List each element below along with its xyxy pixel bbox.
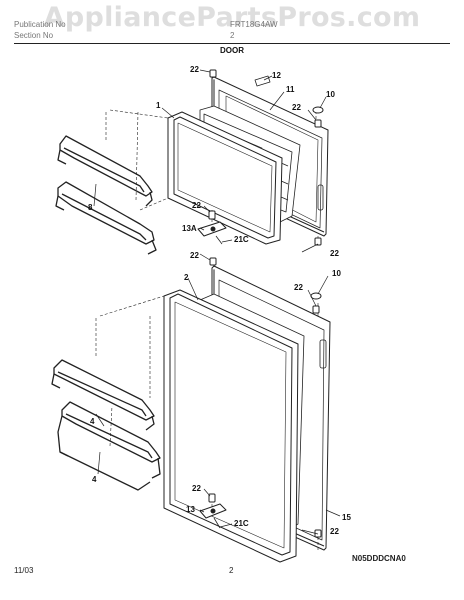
freezer-shelf-rail-upper bbox=[57, 135, 153, 207]
fresh-food-stop-10 bbox=[310, 292, 322, 300]
freezer-bushing-22-right bbox=[314, 119, 322, 128]
watermark: AppliancePartsPros.com bbox=[43, 2, 421, 33]
callout-22-upper-hinge: 22 bbox=[192, 201, 201, 210]
callout-21C-upper: 21C bbox=[234, 235, 249, 244]
fresh-food-shelf-rail-upper bbox=[51, 359, 155, 431]
callout-12: 12 bbox=[272, 71, 281, 80]
callout-13: 13 bbox=[186, 505, 195, 514]
freezer-hinge-13A bbox=[197, 221, 227, 237]
freezer-screw-21C bbox=[215, 235, 223, 245]
section-title: DOOR bbox=[220, 46, 244, 55]
fresh-food-hinge-13 bbox=[199, 503, 227, 519]
callout-22-upper-right: 22 bbox=[292, 103, 301, 112]
fresh-food-shelf-rail-lower bbox=[57, 401, 161, 491]
fresh-food-door-gasket bbox=[163, 289, 299, 563]
callout-10-lower: 10 bbox=[332, 269, 341, 278]
leader-lines bbox=[93, 69, 341, 535]
callout-22-lower-right: 22 bbox=[294, 283, 303, 292]
header-rule bbox=[14, 43, 450, 44]
header-right-line1: FRT18G4AW bbox=[230, 20, 278, 29]
callout-13A: 13A bbox=[182, 224, 197, 233]
callout-22-lower-hinge: 22 bbox=[192, 484, 201, 493]
callout-22-lower-top: 22 bbox=[190, 251, 199, 260]
callout-21C-lower: 21C bbox=[234, 519, 249, 528]
header-right-line2: 2 bbox=[230, 31, 235, 40]
footer-page-number: 2 bbox=[229, 566, 234, 575]
callout-22-upper-bottom: 22 bbox=[330, 249, 339, 258]
callout-4-lower: 4 bbox=[92, 475, 97, 484]
footer-date: 11/03 bbox=[14, 566, 34, 575]
callout-15: 15 bbox=[342, 513, 351, 522]
freezer-stop-10 bbox=[312, 106, 324, 114]
freezer-hinge-cap-12 bbox=[254, 75, 271, 87]
footer-diagram-code: N05DDDCNA0 bbox=[352, 554, 406, 563]
callout-8: 8 bbox=[88, 203, 93, 212]
callout-11: 11 bbox=[286, 85, 295, 94]
fresh-food-bushing-22-right bbox=[312, 305, 320, 314]
fresh-food-bushing-22-hinge bbox=[208, 493, 216, 503]
fresh-food-assembly-guides bbox=[95, 262, 319, 550]
callout-1: 1 bbox=[156, 101, 161, 110]
callout-22-lower-bottom: 22 bbox=[330, 527, 339, 536]
freezer-bushing-22-bottom bbox=[314, 237, 322, 246]
callout-2: 2 bbox=[184, 273, 189, 282]
fresh-food-screw-21C bbox=[213, 517, 221, 529]
callout-labels: 1 8 22 12 11 10 22 22 22 13A 21C 22 2 10… bbox=[88, 65, 351, 536]
header-left-line2: Section No bbox=[14, 31, 54, 40]
header-left-line1: Publication No bbox=[14, 20, 66, 29]
callout-4-upper: 4 bbox=[90, 417, 95, 426]
callout-22-top: 22 bbox=[190, 65, 199, 74]
freezer-hinge-pin-top bbox=[209, 69, 217, 78]
callout-10-upper: 10 bbox=[326, 90, 335, 99]
freezer-bushing-22-hinge bbox=[208, 210, 216, 220]
freezer-shelf-rail-lower bbox=[55, 181, 157, 255]
fresh-food-hinge-pin-top bbox=[209, 257, 217, 266]
